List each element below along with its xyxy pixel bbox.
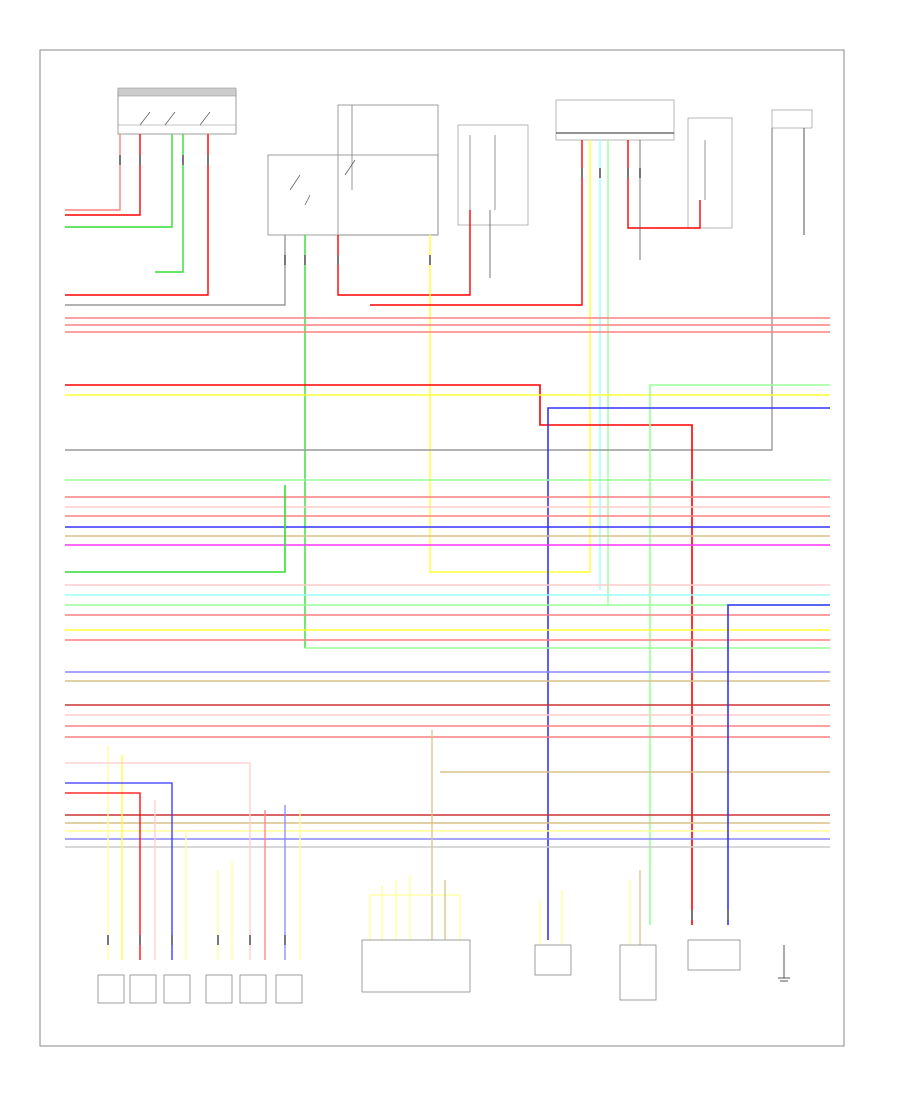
diagram-frame bbox=[39, 49, 845, 1047]
bus-wires bbox=[65, 317, 830, 940]
relay-small-center-right bbox=[457, 124, 529, 226]
ground-icon bbox=[778, 945, 790, 982]
fuse-block-top bbox=[555, 99, 675, 141]
top-left-switch-module bbox=[117, 87, 237, 135]
relay-box-center bbox=[267, 104, 439, 236]
sensor-far-right bbox=[771, 109, 813, 235]
connector-icon bbox=[107, 155, 729, 945]
bottom-components bbox=[97, 939, 741, 1004]
bottom-drops bbox=[65, 730, 641, 960]
top-wires bbox=[65, 128, 773, 648]
relay-top-right bbox=[687, 117, 733, 229]
